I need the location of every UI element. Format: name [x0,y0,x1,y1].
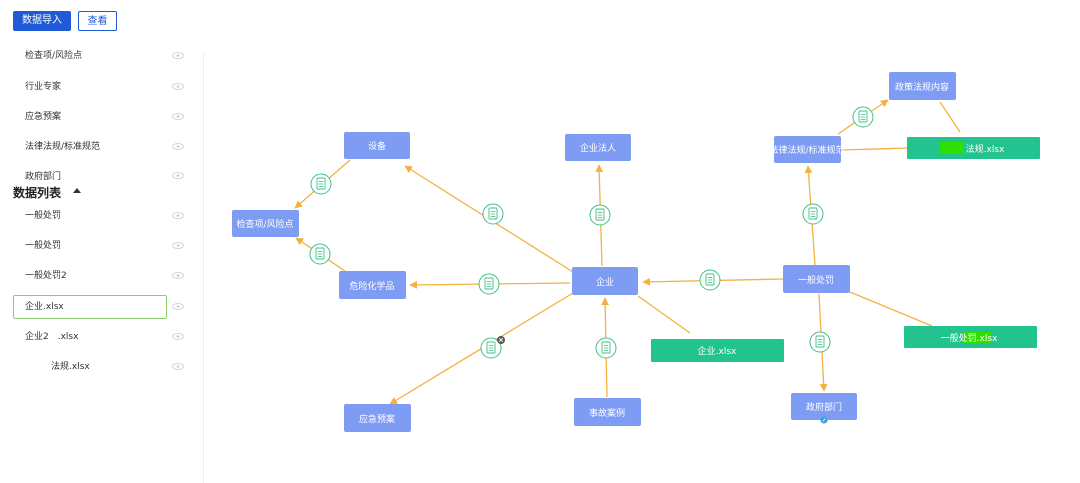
data-item-enterprise-2[interactable]: 企业2 .xlsx [25,332,79,342]
svg-text:政策法规内容: 政策法规内容 [895,81,949,93]
edge-enterprise-file [637,295,691,334]
category-item-experts[interactable]: 行业专家 [25,82,62,92]
eye-icon[interactable] [172,83,184,90]
node-general-penalty[interactable]: 一般处罚 [783,265,850,293]
category-item-laws[interactable]: 法律法规/标准规范 [25,142,101,152]
relation-doc-icon[interactable] [595,337,617,359]
svg-text:企业: 企业 [596,276,614,288]
eye-icon[interactable] [172,272,184,279]
data-item-penalty-1[interactable]: 一般处罚 [25,211,62,221]
node-penalty-file[interactable]: 一般处罚.xlsx [904,326,1037,348]
relation-doc-icon[interactable] [699,269,721,291]
panel-divider [203,52,204,483]
svg-text:事故案例: 事故案例 [589,407,625,419]
svg-text:一般处罚.xlsx: 一般处罚.xlsx [941,332,998,344]
eye-icon[interactable] [172,333,184,340]
eye-icon[interactable] [172,113,184,120]
node-hazardous[interactable]: 危险化学品 [339,271,406,299]
node-enterprise-file[interactable]: 企业.xlsx [651,339,784,362]
svg-text:检查项/风险点: 检查项/风险点 [236,218,293,230]
svg-text:危险化学品: 危险化学品 [349,280,394,292]
link-icon[interactable] [820,416,828,424]
edge-policy-lawfile [939,101,961,133]
node-emergency[interactable]: 应急预案 [344,404,411,432]
eye-icon[interactable] [172,143,184,150]
relation-doc-icon[interactable] [852,106,874,128]
category-item-government[interactable]: 政府部门 [25,172,62,182]
data-item-penalty-2[interactable]: 一般处罚 [25,241,62,251]
view-button[interactable]: 查看 [78,11,117,31]
caret-up-icon[interactable] [73,188,81,193]
edge-penalty-file [849,291,933,327]
data-item-law-file[interactable]: 法规.xlsx [51,362,90,372]
eye-icon[interactable] [172,242,184,249]
edge-law-lawfile [840,147,909,151]
svg-text:政府部门: 政府部门 [806,401,842,413]
node-accident[interactable]: 事故案例 [574,398,641,426]
node-government[interactable]: 政府部门 [791,393,857,420]
svg-text:法规.xlsx: 法规.xlsx [966,143,1005,155]
relation-doc-icon[interactable] [482,203,504,225]
svg-text:企业.xlsx: 企业.xlsx [698,345,737,357]
eye-icon[interactable] [172,363,184,370]
close-icon[interactable] [497,336,505,344]
relation-doc-icon[interactable] [809,331,831,353]
node-policy-content[interactable]: 政策法规内容 [889,72,956,100]
category-item-emergency[interactable]: 应急预案 [25,112,62,122]
data-item-enterprise-selected[interactable]: 企业.xlsx [13,295,167,319]
data-item-penalty-3[interactable]: 一般处罚2 [25,271,67,281]
relation-doc-icon[interactable] [802,203,824,225]
category-item-inspection[interactable]: 检查项/风险点 [25,51,83,61]
svg-text:法律法规/标准规范: 法律法规/标准规范 [769,144,844,156]
data-list-title: 数据列表 [13,186,62,200]
node-law-file[interactable]: 法规.xlsx [907,137,1040,159]
eye-icon[interactable] [172,212,184,219]
node-inspection[interactable]: 检查项/风险点 [232,210,299,237]
svg-text:设备: 设备 [368,140,386,152]
relation-doc-icon[interactable] [478,273,500,295]
eye-icon[interactable] [172,52,184,59]
eye-icon[interactable] [172,172,184,179]
relation-doc-icon[interactable] [310,173,332,195]
svg-text:一般处罚: 一般处罚 [798,274,834,286]
node-device[interactable]: 设备 [344,132,410,159]
data-import-button[interactable]: 数据导入 [13,11,71,31]
svg-text:应急预案: 应急预案 [359,413,395,425]
node-enterprise[interactable]: 企业 [572,267,638,295]
relation-doc-icon[interactable] [589,204,611,226]
svg-text:企业法人: 企业法人 [580,142,616,154]
eye-icon[interactable] [172,303,184,310]
relation-doc-icon[interactable] [309,243,331,265]
node-law-standard[interactable]: 法律法规/标准规范 [769,136,845,163]
node-legal-person[interactable]: 企业法人 [565,134,631,161]
